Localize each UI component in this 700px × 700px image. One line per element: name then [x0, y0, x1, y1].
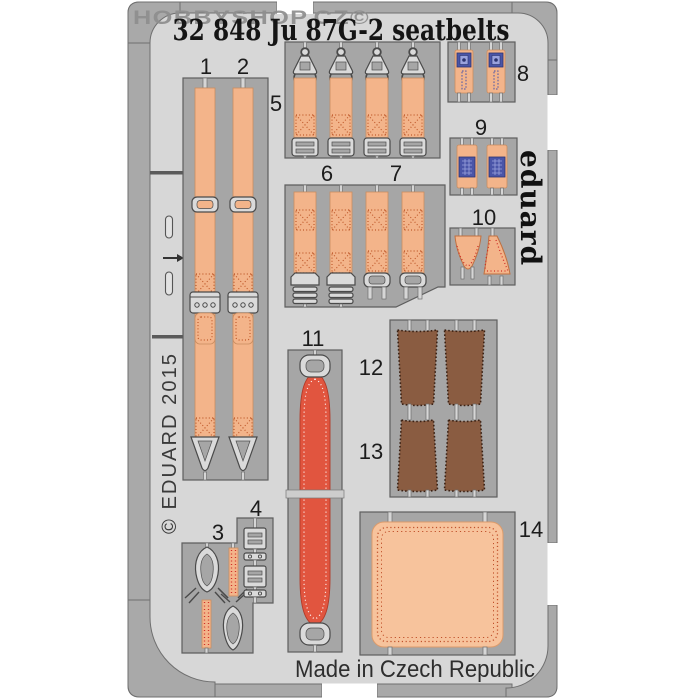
- panel-12-13: [389, 319, 498, 498]
- belt-with-buckle: [327, 185, 355, 307]
- tick-mark: [150, 171, 183, 175]
- panel-5: [284, 42, 441, 158]
- part-label-5: 5: [270, 91, 282, 116]
- part-label-14: 14: [519, 517, 543, 542]
- product-title: 32 848 Ju 87G-2 seatbelts: [173, 13, 510, 47]
- panel-11: [285, 349, 345, 653]
- printed-buckle-piece: [486, 137, 508, 196]
- thin-strap: [201, 599, 212, 649]
- panel-joint: [285, 489, 345, 499]
- panel-9: [449, 137, 518, 196]
- part-label-10: 10: [472, 205, 496, 230]
- pad-loop: [299, 622, 331, 646]
- watermark-text: HOBBYSHOP.CZ©: [133, 8, 370, 29]
- copyright-text: © EDUARD 2015: [159, 352, 181, 534]
- belt-with-loop: [400, 185, 426, 299]
- panel-14: [359, 511, 516, 656]
- pad-loop: [299, 354, 331, 378]
- buckle-wings: [184, 587, 229, 604]
- buckle-wings: [218, 588, 248, 603]
- panel-6-7: [284, 184, 446, 308]
- thin-strap: [228, 547, 239, 597]
- tick-mark: [152, 335, 190, 339]
- pad-piece: [483, 235, 511, 275]
- part-label-11: 11: [302, 326, 325, 351]
- brand-logo: eduard: [514, 150, 547, 266]
- arrow-icon: [163, 254, 184, 262]
- slot-mark: [164, 215, 174, 239]
- part-label-3: 3: [212, 520, 224, 545]
- adjuster-pieces: [243, 517, 267, 604]
- part-label-8: 8: [517, 61, 529, 86]
- sheet-cut-gaps: [277, 0, 560, 700]
- part-label-12: 12: [359, 355, 383, 380]
- seat-pad: [396, 419, 439, 493]
- panel-3-4: [181, 517, 274, 654]
- seat-pad: [443, 419, 486, 493]
- printed-buckle-piece: [486, 41, 506, 103]
- seat-pad: [396, 329, 439, 407]
- part-label-2: 2: [237, 54, 249, 79]
- registration-marks: [150, 171, 190, 339]
- part-label-13: 13: [359, 439, 383, 464]
- seat-pad: [443, 329, 486, 407]
- printed-buckle-piece: [454, 41, 474, 103]
- panel-8: [447, 41, 516, 103]
- part-label-4: 4: [250, 496, 262, 521]
- slot-mark: [164, 271, 174, 296]
- panel-straps-1-2: [182, 77, 269, 481]
- part-number-labels: 1 2 3 4 5 6 7 8 9 10 11 12 13 14: [200, 54, 543, 545]
- belt-with-loop: [364, 185, 390, 299]
- part-label-6: 6: [321, 161, 333, 186]
- part-label-9: 9: [475, 115, 487, 140]
- part-label-1: 1: [200, 54, 212, 79]
- fret-frame: [127, 1, 558, 698]
- cushion-pad: [371, 521, 504, 648]
- belt-with-buckle: [291, 185, 319, 307]
- made-in-text: Made in Czech Republic: [295, 656, 535, 683]
- printed-buckle-piece: [456, 137, 478, 196]
- part-label-7: 7: [390, 161, 402, 186]
- panel-10: [449, 227, 516, 286]
